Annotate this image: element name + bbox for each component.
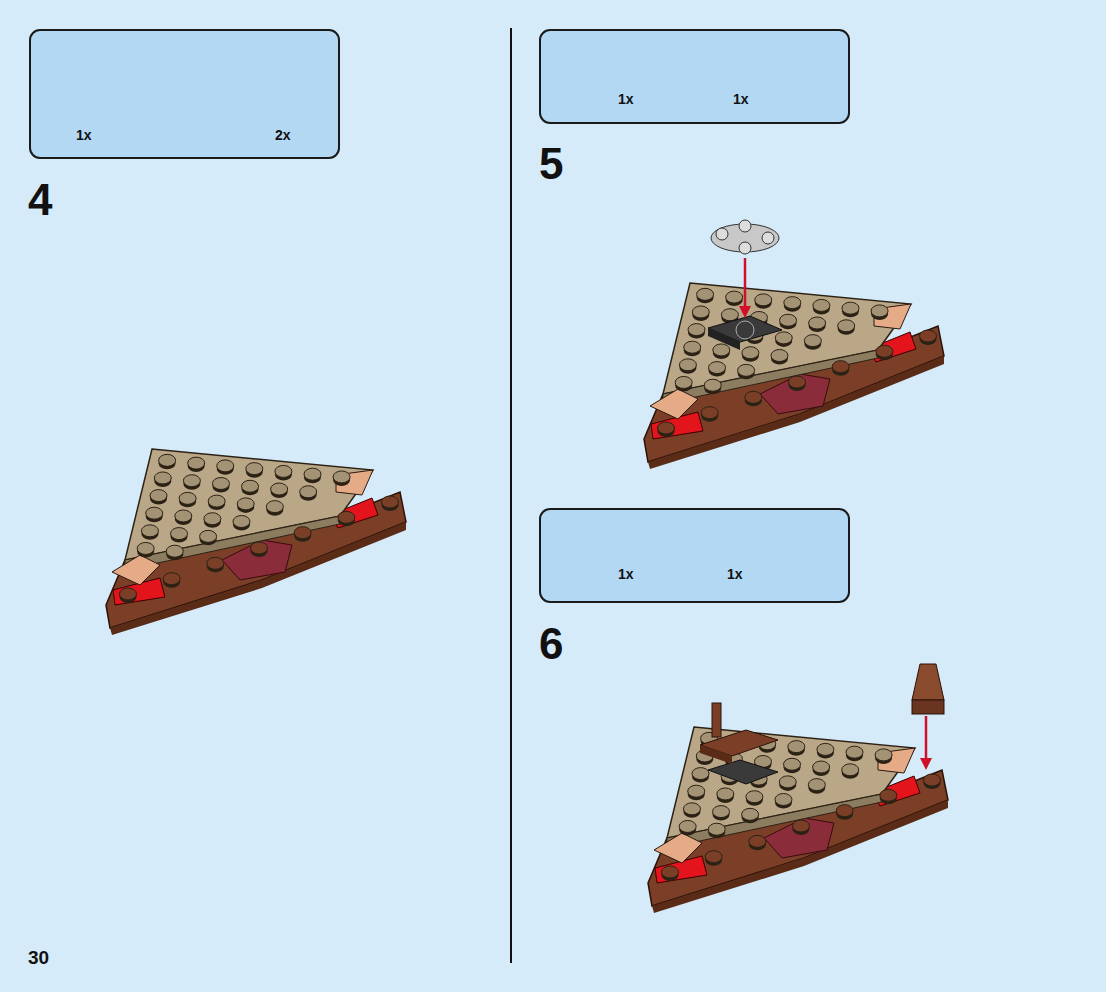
- parts-panel: 1x 1x: [539, 508, 850, 603]
- step6-parts: [700, 664, 944, 784]
- step5-parts: [708, 220, 782, 350]
- step-number: 4: [28, 178, 52, 222]
- part-quantity: 2x: [275, 127, 291, 143]
- page-number: 30: [28, 948, 49, 967]
- part-quantity: 1x: [618, 91, 634, 107]
- part-quantity: 1x: [733, 91, 749, 107]
- divider: [510, 28, 512, 963]
- part-quantity: 1x: [727, 566, 743, 582]
- parts-panel: 1x 1x: [539, 29, 850, 124]
- model-step4: [106, 449, 406, 635]
- part-quantity: 1x: [76, 127, 92, 143]
- step-number: 5: [539, 142, 563, 186]
- parts-panel: 1x 2x: [29, 29, 340, 159]
- step-number: 6: [539, 622, 563, 666]
- model-step5: [644, 283, 944, 469]
- part-quantity: 1x: [618, 566, 634, 582]
- model-step6: [648, 727, 948, 913]
